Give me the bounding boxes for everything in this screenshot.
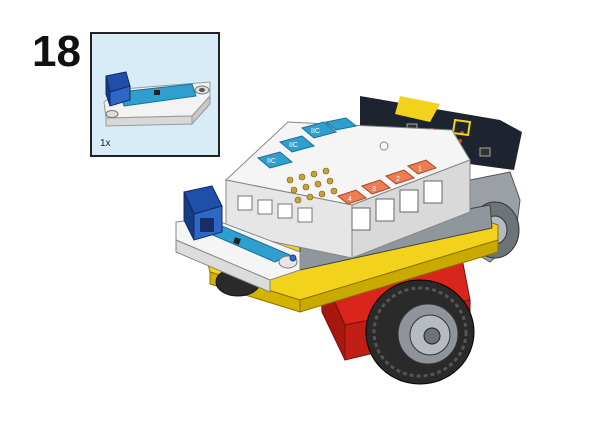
iic-label-2: IIC bbox=[289, 142, 298, 149]
port-label-1: 1 bbox=[418, 166, 422, 173]
iic-ports: IIC IIC IIC bbox=[256, 117, 358, 169]
attached-sensor-module bbox=[175, 185, 301, 293]
front-wheel bbox=[365, 279, 475, 385]
gold-pins bbox=[286, 167, 338, 204]
iic-label-1: IIC bbox=[267, 158, 276, 165]
side-sockets bbox=[237, 195, 313, 223]
port-label-3: 3 bbox=[372, 186, 376, 193]
iic-label-3: IIC bbox=[311, 128, 320, 135]
parts-callout: 1x bbox=[90, 32, 220, 157]
port-label-4: 4 bbox=[348, 196, 352, 203]
step-number: 18 bbox=[32, 27, 81, 76]
part-sensor-module-icon bbox=[103, 71, 211, 127]
port-sockets bbox=[351, 180, 443, 231]
numbered-ports: 4 3 2 1 bbox=[336, 159, 438, 205]
port-label-2: 2 bbox=[396, 176, 400, 183]
part-quantity: 1x bbox=[100, 138, 111, 149]
power-button bbox=[379, 141, 389, 151]
